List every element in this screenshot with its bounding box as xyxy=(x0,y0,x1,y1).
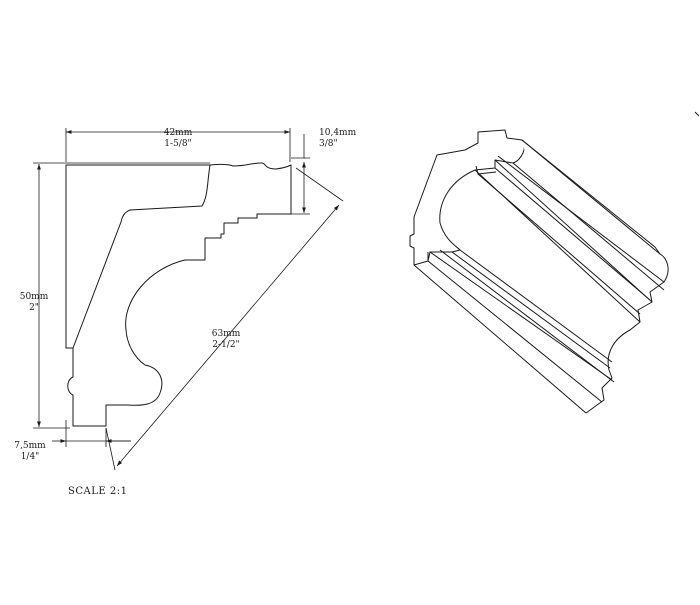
dim-diagonal-metric: 63mm xyxy=(212,329,241,339)
dim-width-metric: 42mm xyxy=(164,128,193,138)
dim-step xyxy=(52,420,131,447)
dim-diagonal-imperial: 2-1/2" xyxy=(212,340,239,350)
dim-diagonal xyxy=(105,167,344,471)
molding-profile xyxy=(65,162,292,427)
dim-width-imperial: 1-5/8" xyxy=(164,139,191,149)
dim-step-metric: 7,5mm xyxy=(14,441,46,451)
dim-flat-imperial: 3/8" xyxy=(319,139,338,149)
isometric-view xyxy=(409,129,669,414)
dim-flat-metric: 10,4mm xyxy=(319,128,357,138)
iso-end-face xyxy=(409,129,525,266)
scale-label: SCALE 2:1 xyxy=(68,486,127,497)
iso-back-end xyxy=(521,139,669,414)
dim-step-imperial: 1/4" xyxy=(21,452,40,462)
dim-height-metric: 50mm xyxy=(20,292,49,302)
edge-mark xyxy=(694,111,700,117)
dim-flat xyxy=(291,134,310,215)
dim-height-imperial: 2" xyxy=(29,303,39,313)
profile-view xyxy=(65,162,292,427)
dim-height xyxy=(33,162,210,429)
dim-width xyxy=(65,128,291,162)
